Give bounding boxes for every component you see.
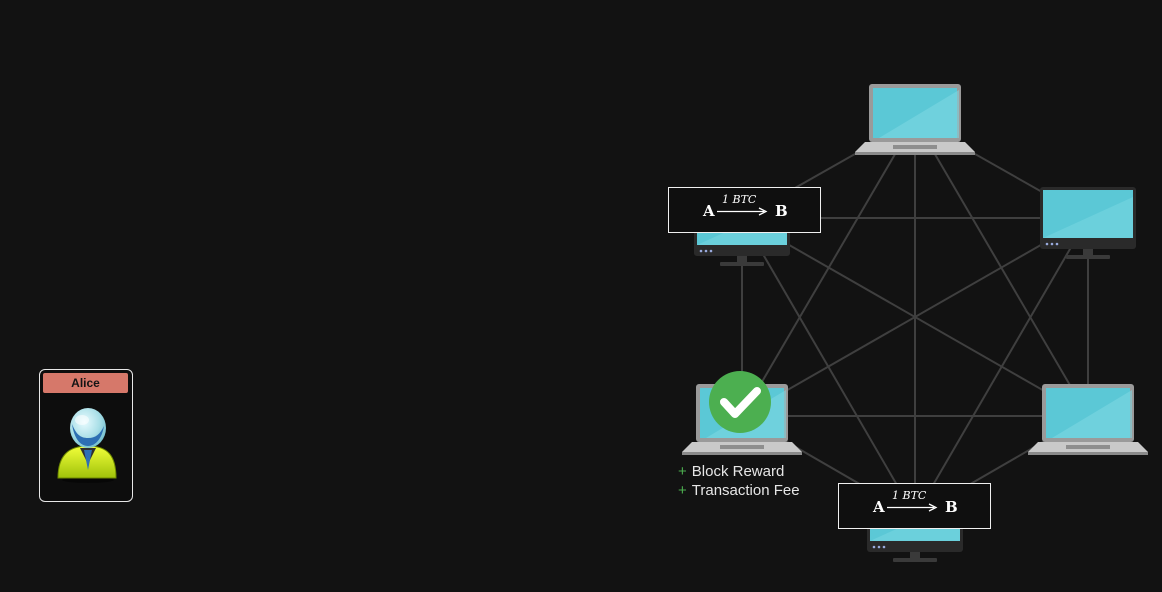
monitor-icon: [1040, 187, 1136, 259]
laptop-icon: [1028, 384, 1148, 455]
transaction-amount: 1 BTC: [722, 193, 757, 206]
transaction-to: B: [775, 202, 788, 220]
transaction-arrowhead: [758, 207, 768, 216]
network-edge: [741, 217, 916, 517]
user-name: Alice: [43, 373, 128, 393]
check-icon: [709, 371, 771, 433]
reward-item: +Block Reward: [678, 462, 800, 481]
reward-label: Transaction Fee: [691, 482, 800, 499]
plus-icon: +: [678, 482, 687, 499]
transaction-from: A: [873, 498, 885, 516]
network-edges: [741, 119, 1089, 517]
reward-item: +Transaction Fee: [678, 481, 800, 500]
transaction-arrowhead: [928, 503, 938, 512]
transaction-box-upper: A 1 BTC B: [668, 187, 821, 233]
plus-icon: +: [678, 463, 687, 480]
user-avatar-icon: [50, 404, 124, 489]
transaction-box-lower: A 1 BTC B: [838, 483, 991, 529]
network-edge: [741, 217, 1089, 417]
user-card[interactable]: Alice: [39, 369, 133, 502]
transaction-from: A: [703, 202, 715, 220]
transaction-amount: 1 BTC: [892, 489, 927, 502]
reward-label: Block Reward: [691, 463, 785, 480]
laptop-icon: [855, 84, 975, 155]
transaction-to: B: [945, 498, 958, 516]
reward-list: +Block Reward +Transaction Fee: [678, 462, 800, 500]
